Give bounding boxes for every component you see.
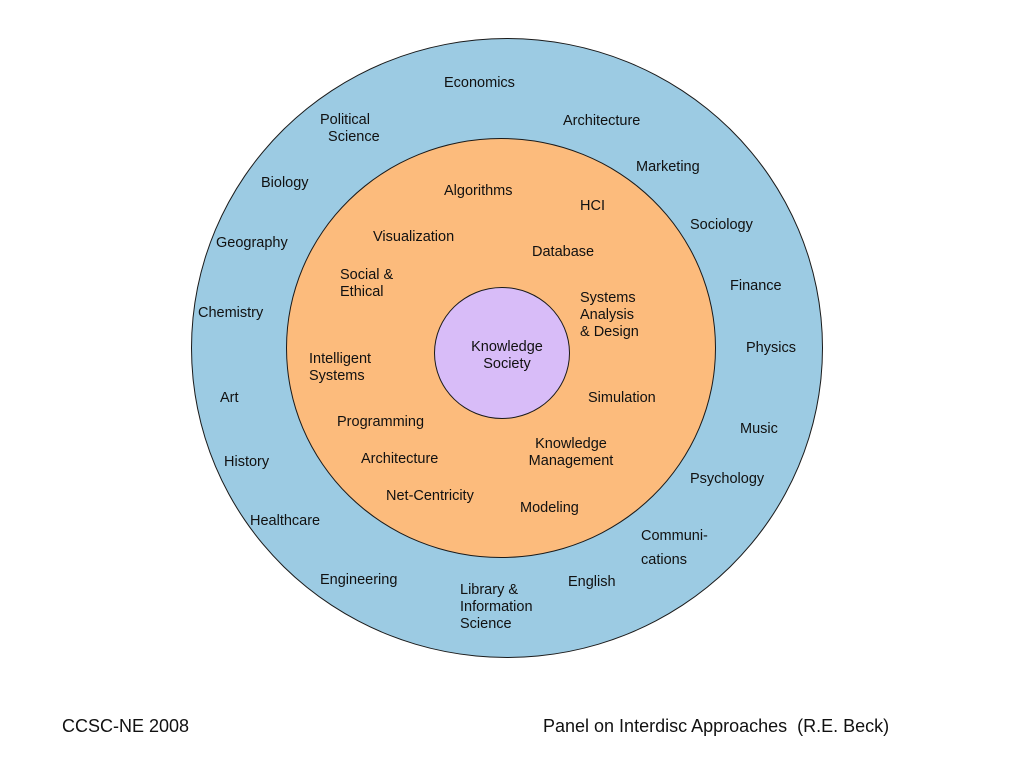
label-intelligent-systems: Intelligent Systems xyxy=(309,351,372,384)
label-marketing: Marketing xyxy=(636,159,700,175)
label-psychology: Psychology xyxy=(690,471,765,487)
label-knowledge-management: Knowledge Management xyxy=(528,436,614,469)
label-chemistry: Chemistry xyxy=(198,305,264,321)
center-label-knowledge-society: Knowledge Society xyxy=(471,339,543,372)
label-music: Music xyxy=(740,421,778,437)
footer-right-panel-title: Panel on Interdisc Approaches (R.E. Beck… xyxy=(543,716,890,736)
label-modeling: Modeling xyxy=(520,500,579,516)
label-english: English xyxy=(568,574,616,590)
label-finance: Finance xyxy=(730,278,782,294)
label-library-information-science: Library & Information Science xyxy=(460,582,533,632)
label-engineering: Engineering xyxy=(320,572,398,588)
inner-circle-core xyxy=(434,287,570,419)
label-architecture-discipline: Architecture xyxy=(563,113,641,129)
label-hci: HCI xyxy=(580,198,605,214)
label-database: Database xyxy=(532,244,595,260)
label-biology: Biology xyxy=(261,175,309,191)
label-art: Art xyxy=(220,390,239,406)
label-algorithms: Algorithms xyxy=(444,183,513,199)
label-systems-analysis-design: Systems Analysis & Design xyxy=(580,290,639,340)
label-political-science: Political Science xyxy=(320,112,380,145)
label-communications: Communi- cations xyxy=(641,528,708,568)
label-architecture-computing: Architecture xyxy=(361,451,439,467)
label-simulation: Simulation xyxy=(588,390,656,406)
label-healthcare: Healthcare xyxy=(250,513,321,529)
label-visualization: Visualization xyxy=(373,229,455,245)
label-physics: Physics xyxy=(746,340,796,356)
label-geography: Geography xyxy=(216,235,288,251)
footer-left-conference: CCSC-NE 2008 xyxy=(62,716,190,736)
label-economics: Economics xyxy=(444,75,515,91)
label-social-ethical: Social & Ethical xyxy=(340,267,394,300)
label-programming: Programming xyxy=(337,414,425,430)
label-history: History xyxy=(224,454,270,470)
label-sociology: Sociology xyxy=(690,217,753,233)
label-net-centricity: Net-Centricity xyxy=(386,488,474,504)
